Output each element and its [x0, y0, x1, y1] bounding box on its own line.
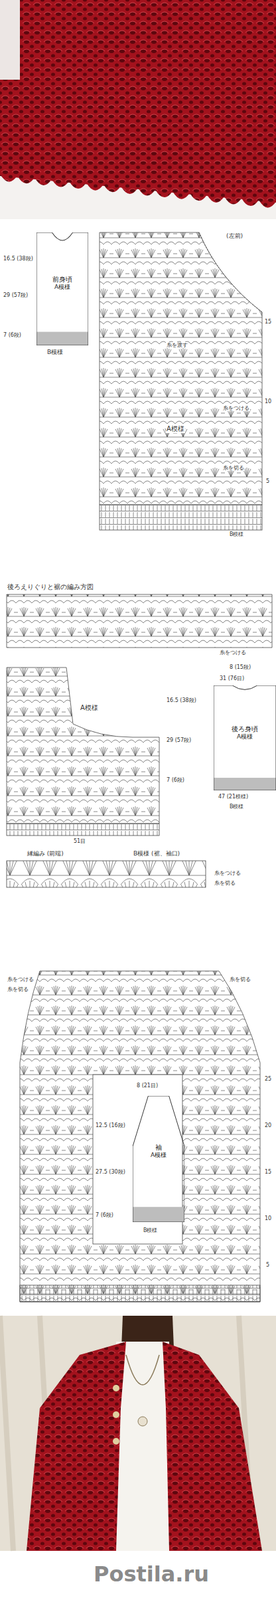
- chart-label: 15: [264, 1167, 273, 1174]
- chart-label: 糸を切る: [6, 985, 30, 992]
- chart-stroke: [99, 504, 263, 530]
- back-chart: [6, 666, 206, 887]
- chart-stroke: [36, 331, 89, 345]
- chart-label: 29 (57段): [165, 736, 192, 743]
- chart-label: 51目: [72, 837, 87, 844]
- chart-label: 糸を切る: [213, 879, 237, 886]
- chart-stroke: [112, 1436, 120, 1444]
- pattern-name: A模様: [213, 732, 276, 740]
- chart-label: 27.5 (30段): [94, 1167, 127, 1174]
- chart-label: 16.5 (38段): [2, 255, 34, 262]
- chart-stroke: [138, 1415, 148, 1425]
- chart-stroke: [99, 232, 263, 505]
- piece-name: 袖: [132, 1142, 185, 1151]
- chart-stroke: [36, 232, 89, 345]
- chart-label: 糸をつける: [218, 648, 247, 655]
- piece-name: 前身頃: [36, 275, 89, 284]
- chart-label: 糸を切る: [222, 464, 245, 471]
- chart-stroke: [126, 1353, 160, 1384]
- chart-stroke: [6, 859, 206, 887]
- chart-label: B模様: [228, 530, 245, 537]
- chart-stroke: [6, 822, 160, 835]
- chart-stroke: [19, 1283, 261, 1301]
- pattern-name: A模様: [132, 1150, 185, 1158]
- chart-label: 糸をつける: [222, 404, 251, 411]
- chart-stroke: [0, 0, 20, 80]
- piece-schematic: 後ろ身頃A模様: [213, 684, 276, 790]
- chart-stroke: [112, 1383, 120, 1390]
- chart-stroke: [132, 1094, 185, 1221]
- chart-stroke: [6, 593, 273, 647]
- chart-label: 5: [265, 1260, 271, 1267]
- chart-stroke: [0, 0, 276, 219]
- chart-label: 縁編み (前端): [26, 849, 65, 856]
- chart-stroke: [19, 969, 261, 1301]
- chart-stroke: [0, 165, 276, 208]
- chart-label: 15: [264, 318, 273, 325]
- chart-stroke: [162, 1340, 263, 1550]
- sleeve-chart: [19, 969, 261, 1301]
- chart-label: 29 (57段): [2, 291, 29, 298]
- chart-label: 8 (21目): [136, 1081, 159, 1088]
- piece-schematic: 袖A模様: [132, 1094, 185, 1221]
- chart-label: A模様: [79, 703, 99, 712]
- chart-stroke: [112, 1409, 120, 1417]
- chart-label: 糸を渡す: [165, 341, 189, 348]
- piece-schematic: 前身頃A模様: [36, 232, 89, 345]
- chart-label: 糸をつける: [6, 975, 35, 982]
- chart-stroke: [132, 1205, 185, 1221]
- chart-label: 7 (6段): [165, 776, 186, 783]
- chart-stroke: [0, 1314, 276, 1550]
- chart-label: B模様: [46, 348, 64, 355]
- chart-label: 糸をつける: [213, 869, 242, 876]
- chart-stroke: [213, 684, 276, 790]
- chart-stroke: [132, 1094, 185, 1221]
- lace-photo: [0, 0, 276, 219]
- chart-stroke: [199, 232, 263, 312]
- chart-label: 7 (6段): [94, 1210, 115, 1217]
- chart-label: B模様: [228, 802, 245, 809]
- chart-stroke: [6, 666, 160, 823]
- chart-label: 後ろえりぐりと裾の編み方図: [6, 582, 95, 591]
- chart-label: 16.5 (38段): [165, 696, 198, 703]
- chart-label: B模様 (裾、袖口): [132, 849, 181, 856]
- chart-stroke: [26, 1340, 127, 1550]
- chart-label: 7 (6段): [2, 331, 22, 338]
- chart-label: A模様: [165, 424, 186, 433]
- front-chart: [6, 232, 273, 647]
- model-photo: [0, 1314, 276, 1550]
- pattern-name: A模様: [36, 283, 89, 291]
- chart-label: 10: [264, 1214, 273, 1221]
- chart-label: 5: [265, 477, 271, 484]
- chart-label: 31 (76目): [218, 674, 245, 681]
- chart-label: 25: [264, 1074, 273, 1081]
- chart-stroke: [213, 776, 276, 790]
- chart-label: B模様: [142, 1226, 159, 1233]
- chart-label: 8 (15段): [228, 663, 252, 670]
- chart-label: 12.5 (16段): [94, 1121, 127, 1128]
- piece-name: 後ろ身頃: [213, 724, 276, 733]
- chart-label: 20: [264, 1121, 273, 1128]
- chart-label: (左前): [225, 232, 244, 239]
- chart-label: 糸を切る: [228, 975, 252, 982]
- watermark: Postila.ru: [92, 1560, 210, 1586]
- chart-label: 47 (21模様): [217, 792, 249, 799]
- chart-label: 10: [264, 398, 273, 405]
